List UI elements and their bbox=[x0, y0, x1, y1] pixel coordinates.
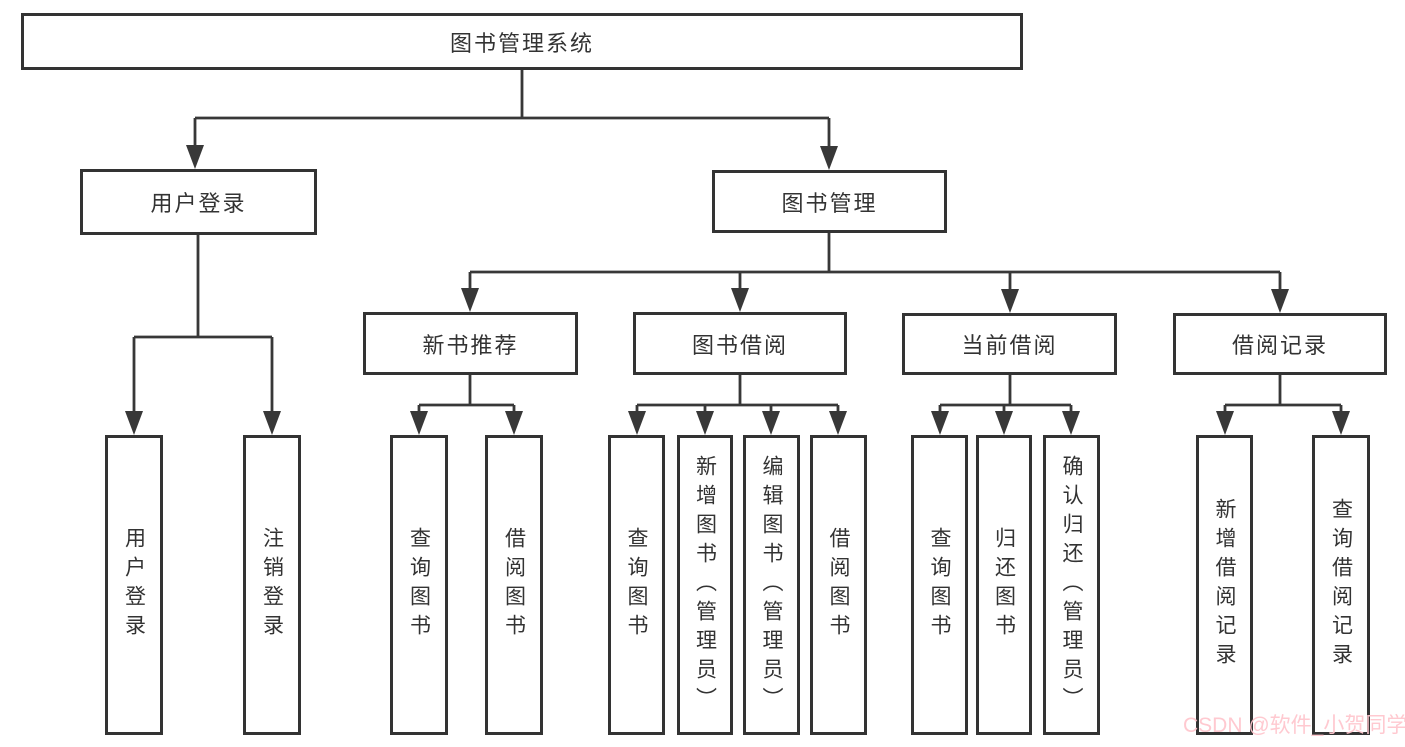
node-new-book-recommend: 新书推荐 bbox=[363, 312, 578, 375]
node-book-management: 图书管理 bbox=[712, 170, 947, 233]
leaf-borrow-borrow-books: 借阅图书 bbox=[810, 435, 867, 735]
leaf-current-confirm-return-admin: 确认归还（管理员） bbox=[1043, 435, 1100, 735]
node-borrow-records: 借阅记录 bbox=[1173, 313, 1387, 375]
leaf-current-return-books: 归还图书 bbox=[976, 435, 1032, 735]
leaf-logout: 注销登录 bbox=[243, 435, 301, 735]
leaf-newbook-borrow-books: 借阅图书 bbox=[485, 435, 543, 735]
node-book-borrow: 图书借阅 bbox=[633, 312, 847, 375]
leaf-current-query-books: 查询图书 bbox=[911, 435, 968, 735]
leaf-newbook-query-books: 查询图书 bbox=[390, 435, 448, 735]
leaf-borrow-add-books-admin: 新增图书（管理员） bbox=[677, 435, 733, 735]
leaf-borrow-query-books: 查询图书 bbox=[608, 435, 665, 735]
node-user-login: 用户登录 bbox=[80, 169, 317, 235]
node-root: 图书管理系统 bbox=[21, 13, 1023, 70]
leaf-records-query-record: 查询借阅记录 bbox=[1312, 435, 1370, 735]
arrowheads bbox=[125, 145, 1350, 435]
csdn-watermark: CSDN @软件_小贺同学 bbox=[1183, 714, 1405, 737]
leaf-records-add-record: 新增借阅记录 bbox=[1196, 435, 1253, 735]
leaf-borrow-edit-books-admin: 编辑图书（管理员） bbox=[743, 435, 800, 735]
node-current-borrow: 当前借阅 bbox=[902, 313, 1117, 375]
leaf-user-login: 用户登录 bbox=[105, 435, 163, 735]
